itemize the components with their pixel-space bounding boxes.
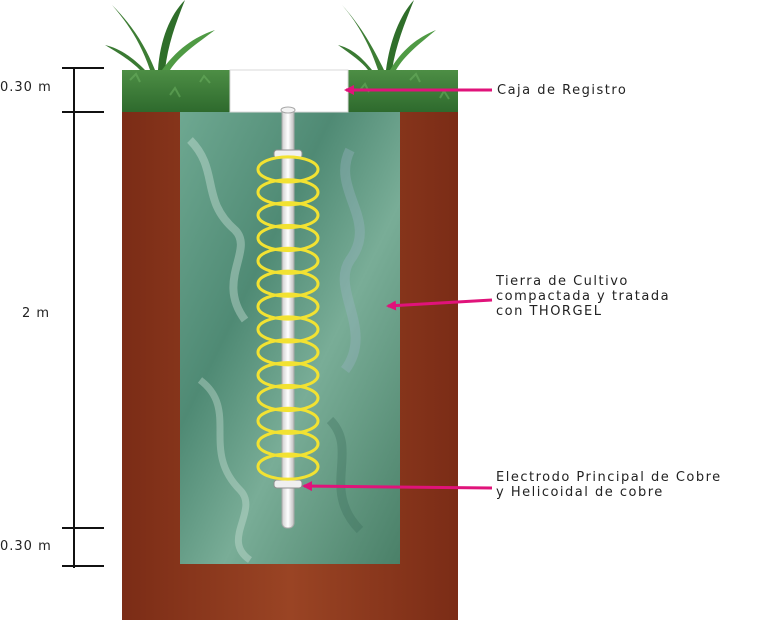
helix-turn: [256, 246, 320, 275]
grass-plant-left: [105, 0, 215, 70]
treated-soil-texture: [187, 137, 365, 563]
helix-turn: [256, 223, 320, 253]
callout-soil-line-3: con THORGEL: [496, 304, 603, 319]
helix-turn: [256, 315, 320, 344]
helix-coil: [256, 155, 320, 481]
helix-turn: [256, 178, 320, 207]
dimension-label-bottom: 0.30 m: [0, 539, 52, 554]
helix-turn: [256, 406, 320, 435]
helix-turn: [256, 429, 320, 458]
helix-turn: [256, 452, 320, 481]
dimension-lines: [62, 67, 104, 568]
callout-label-electrode: Electrodo Principal de Cobre y Helicoida…: [496, 470, 722, 500]
helix-turn: [256, 201, 320, 230]
helix-turn: [256, 269, 320, 298]
callout-arrow-soil: [386, 298, 493, 311]
callout-soil-line-1: Tierra de Cultivo: [496, 274, 629, 289]
callout-label-box: Caja de Registro: [497, 83, 628, 98]
electrode-rod-top: [280, 106, 296, 114]
inspection-box: [229, 69, 349, 113]
helix-turn: [256, 361, 320, 390]
callout-electrode-line-1: Electrodo Principal de Cobre: [496, 470, 722, 485]
helix-turn: [256, 338, 320, 367]
helix-turn: [256, 292, 320, 321]
helix-turn: [256, 383, 320, 413]
helix-turn: [256, 155, 320, 184]
callout-arrow-electrode: [302, 481, 493, 492]
callout-label-soil: Tierra de Cultivo compactada y tratada c…: [496, 274, 670, 319]
grass-plant-right: [338, 0, 436, 70]
callout-soil-line-2: compactada y tratada: [496, 289, 671, 304]
dimension-label-top: 0.30 m: [0, 80, 52, 95]
callout-electrode-line-2: y Helicoidal de cobre: [496, 485, 664, 500]
helix-clamp-bottom: [273, 479, 303, 489]
dimension-label-middle: 2 m: [22, 306, 51, 321]
grass-texture: [129, 72, 450, 100]
